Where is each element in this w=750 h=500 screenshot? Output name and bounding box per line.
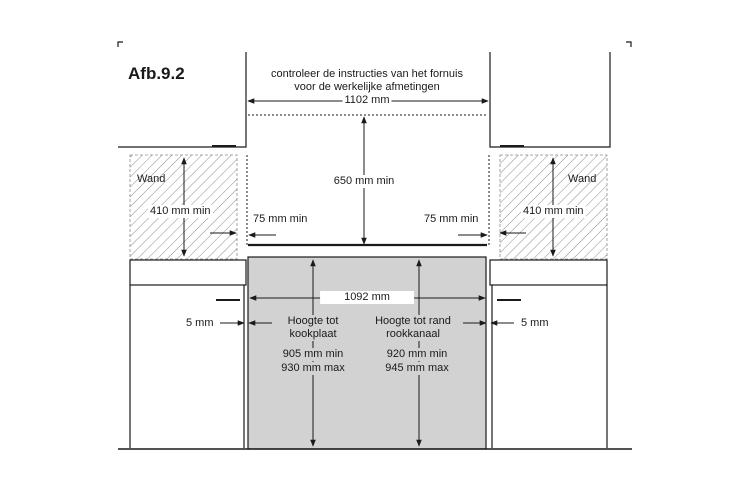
dimension-1102: 1102 mm (342, 94, 392, 107)
dimension-650: 650 mm min (331, 175, 397, 188)
flue-height-title-1: Hoogte tot rand (373, 315, 453, 328)
dimension-410-right: 410 mm min (521, 205, 586, 218)
flue-height-min: 920 mm min (384, 348, 450, 361)
dimension-5mm-right: 5 mm (521, 317, 549, 329)
instruction-line-1: controleer de instructies van het fornui… (271, 68, 463, 80)
wall-label-left: Wand (137, 173, 166, 185)
left-wall-cabinet (118, 52, 247, 148)
instruction-line-2: voor de werkelijke afmetingen (294, 81, 440, 93)
right-base-cabinet-top (489, 259, 608, 286)
flue-height-title-2: rookkanaal (384, 328, 442, 341)
hob-height-title-1: Hoogte tot (285, 315, 341, 328)
dimension-5mm-left: 5 mm (186, 317, 214, 329)
dimension-75-left: 75 mm min (253, 213, 308, 225)
corner-mark-left (117, 41, 123, 47)
dimension-410-left: 410 mm min (148, 205, 213, 218)
right-wall-cabinet (489, 52, 611, 148)
left-base-cabinet-top (129, 259, 247, 286)
hob-height-title-2: kookplaat (287, 328, 339, 341)
figure-label: Afb.9.2 (128, 64, 185, 83)
hob-height-max: 930 mm max (279, 362, 347, 375)
dimension-75-right: 75 mm min (424, 213, 479, 225)
dimension-1092: 1092 mm (320, 291, 414, 304)
corner-mark-right (626, 41, 632, 47)
hob-height-min: 905 mm min (280, 348, 346, 361)
flue-height-max: 945 mm max (383, 362, 451, 375)
wall-label-right: Wand (568, 173, 597, 185)
